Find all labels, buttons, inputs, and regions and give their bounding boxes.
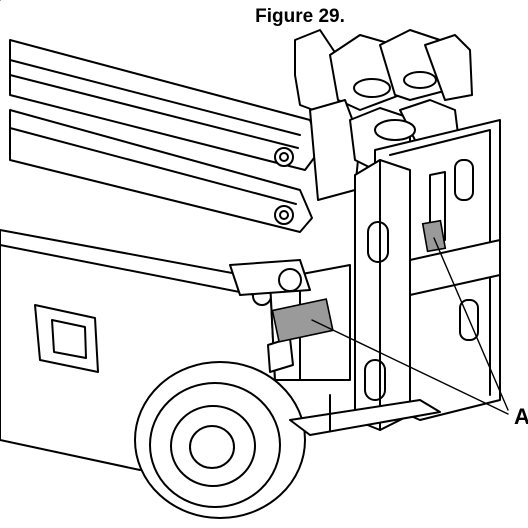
callout-label: A [514,404,528,429]
center-plate [354,159,411,431]
upper-rails [294,29,473,121]
lower-frame [289,399,441,436]
callout-leaders [311,237,509,415]
pad-right [421,219,447,253]
figure-title: Figure 29. [255,6,345,27]
pad-left [271,298,334,343]
lift-arms [9,39,321,233]
wheel [134,361,306,519]
